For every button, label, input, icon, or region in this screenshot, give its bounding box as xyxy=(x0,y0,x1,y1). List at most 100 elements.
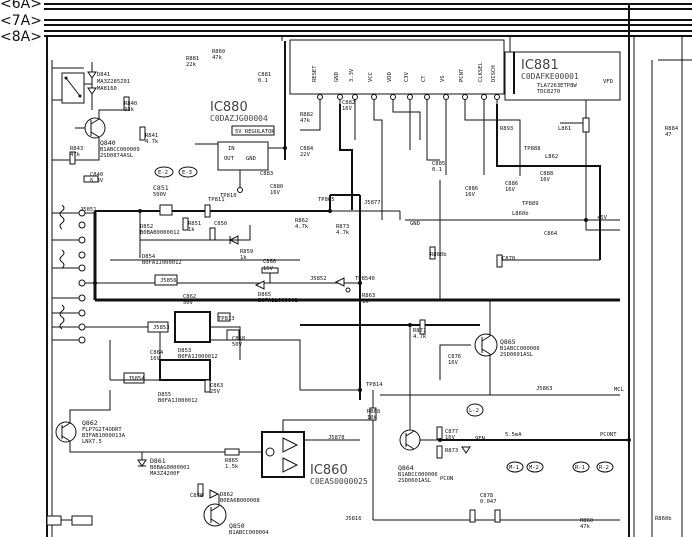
tp814-ref: TP814 xyxy=(366,382,383,388)
c864b-ref: C864 xyxy=(544,231,558,237)
r881-val: 22k xyxy=(186,62,197,68)
tag-e2: E-2 xyxy=(158,170,168,176)
r881-ref: R881 xyxy=(186,56,199,62)
d853-loop: C862 50V D853 B0FA1J000012 D855 B0FA1J00… xyxy=(109,294,301,404)
ic880-part: C0DAZJG00004 xyxy=(210,114,268,123)
r843-ref: R843 xyxy=(70,146,83,152)
r851-val: 1k xyxy=(188,227,195,233)
r871-val: 16V xyxy=(445,435,456,441)
d862-part: B0EA6B000008 xyxy=(220,498,260,504)
c840-ref: C840 xyxy=(90,172,103,178)
q840-ref: Q840 xyxy=(100,139,116,147)
c860-ref: C860 xyxy=(263,259,276,265)
r860c-ref: R860b xyxy=(655,516,672,522)
r860-val: 47k xyxy=(580,524,591,530)
ic860-part: C0EAS0000025 xyxy=(310,477,368,486)
edge-label-7a: <7A> xyxy=(0,13,42,29)
j5856-ref: J5856 xyxy=(160,278,177,284)
r871-ref: C877 xyxy=(445,429,458,435)
c863-ref: C863 xyxy=(210,383,223,389)
svg-text:CT: CT xyxy=(421,75,427,82)
d855-part: B0FA1J000012 xyxy=(158,398,198,404)
ic881-ref: IC881 xyxy=(521,58,559,73)
c876-ref: C886 xyxy=(465,186,478,192)
q862-note: LNX7.5 xyxy=(82,439,102,445)
edge-label-8a: <8A> xyxy=(0,29,42,45)
j5851-ref: J5851 xyxy=(80,207,97,213)
r865b-ref: R860b xyxy=(430,252,447,258)
j5816-ref: J5816 xyxy=(345,516,362,522)
q850-ref: Q850 xyxy=(229,522,245,530)
c862-val: 50V xyxy=(183,300,194,306)
d862-ref: D862 xyxy=(220,492,233,498)
q865-alt: 2SD0601ASL xyxy=(500,352,534,358)
ic880-pin-out: OUT xyxy=(224,156,235,162)
ic881: IC881 C0DAFKE00001 TLA7263ETP8W TDC8270 … xyxy=(289,39,621,104)
r863-ref: R865 xyxy=(225,458,238,464)
left-transformer-ladder xyxy=(52,204,110,344)
d852-part: B0BAB0000012 xyxy=(140,230,180,236)
r841-ref: R841 xyxy=(145,133,158,139)
c860-area: C860 16V D865 B0FA1L000001 J5852 TP8540 … xyxy=(254,259,375,305)
d841-alt: MA8160 xyxy=(97,86,117,92)
q864-ref: Q864 xyxy=(398,464,414,472)
junction-dots xyxy=(93,146,631,442)
q865: Q865 B1ABCC000006 2SD0601ASL xyxy=(474,333,540,358)
c840-val: 6.3V xyxy=(90,178,104,184)
c882-val: 16V xyxy=(342,106,353,112)
j5877-ref: J5877 xyxy=(364,200,381,206)
tag-m2: R-2 xyxy=(599,465,609,471)
edge-label-6a: <6A> xyxy=(0,0,42,12)
r851-ref: R851 xyxy=(188,221,201,227)
tp810-ref: TP810 xyxy=(220,193,237,199)
q840-part: B1ABCC000009 xyxy=(100,147,140,153)
j5863-ref: J5878 xyxy=(328,435,345,441)
tp813-ref: TP813 xyxy=(218,316,235,322)
c888-ref: C888 xyxy=(540,171,553,177)
j5852-ref: J5852 xyxy=(310,276,327,282)
c881-ref: C881 xyxy=(258,72,271,78)
svg-text:VDD: VDD xyxy=(387,72,393,82)
connector-tags: E-2 E-3 L-2 M-1 M-2 R-1 R-2 xyxy=(154,166,614,473)
r884-ref: R884 xyxy=(665,126,679,132)
c883-ref: C883 xyxy=(260,171,273,177)
d841-part: MA3Z285Z01 xyxy=(97,79,130,85)
ic860-ref: IC860 xyxy=(310,463,348,478)
pcon-label: PCON xyxy=(440,476,453,482)
q850-part: B1ABCC000004 xyxy=(229,530,269,536)
q864-alt: 2SD0601ASL xyxy=(398,478,432,484)
tag-l2: M-2 xyxy=(529,465,539,471)
signal-mcl: MCL xyxy=(614,387,625,393)
tag-l1: M-1 xyxy=(509,465,519,471)
c864-ref: C864 xyxy=(150,350,164,356)
r863-val: 1.5k xyxy=(225,464,239,470)
d861-alt: MA3Z4200F xyxy=(150,471,180,477)
ic881-part: C0DAFKE00001 xyxy=(521,72,579,81)
ic880-pin-gnd: GND xyxy=(246,156,256,162)
signal-9en: 9EN xyxy=(475,436,485,442)
c884-ref: C884 xyxy=(300,146,314,152)
ic860: IC860 C0EAS0000025 xyxy=(261,431,368,486)
c850-ref: C850 xyxy=(214,221,227,227)
c877-val: 16V xyxy=(448,360,459,366)
ic880-ref: IC880 xyxy=(210,100,248,115)
l862-ref: L862 xyxy=(545,154,558,160)
d861-ref: D861 xyxy=(150,457,166,465)
q840-alt: 2SD0874ASL xyxy=(100,153,134,159)
c882-ref: C882 xyxy=(342,100,355,106)
d861: D861 B0BAG0000001 MA3Z4200F xyxy=(137,457,190,477)
c858-ref: C858 xyxy=(232,336,245,342)
c881-val: 0.1 xyxy=(258,78,268,84)
ic880: IC880 C0DAZJG00004 5V REGULATOR IN OUT G… xyxy=(210,100,275,171)
r862-ref: R871 xyxy=(413,328,426,334)
r859-ref: R859 xyxy=(240,249,253,255)
c885-val: 0.1 xyxy=(432,167,442,173)
c878-ref: C878 xyxy=(480,493,493,499)
signal-5v: +5V xyxy=(597,215,608,221)
c863-val: 25V xyxy=(210,389,221,395)
c886-ref: C886 xyxy=(505,181,518,187)
svg-text:CLKSEL: CLKSEL xyxy=(478,61,484,82)
c855-val: 1k xyxy=(362,299,369,305)
tp811-ref: TP811 xyxy=(208,197,225,203)
c878b-ref: C878 xyxy=(502,256,515,262)
